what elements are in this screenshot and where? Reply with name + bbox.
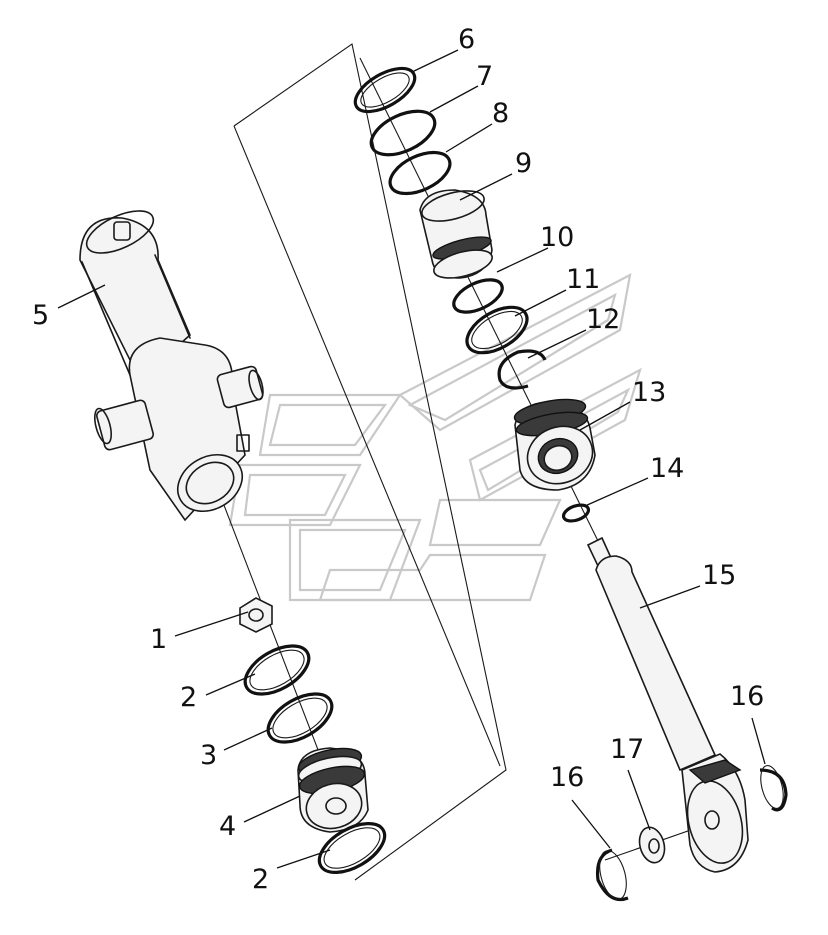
seal-ring-6 bbox=[353, 66, 417, 114]
part-label-2b: 2 bbox=[252, 864, 269, 895]
part-label-13: 13 bbox=[632, 377, 666, 408]
part-label-8: 8 bbox=[492, 98, 509, 129]
rod-piston bbox=[513, 398, 596, 491]
retaining-clip-16-left bbox=[595, 848, 629, 902]
part-label-16b: 16 bbox=[550, 762, 584, 793]
part-label-17: 17 bbox=[610, 734, 644, 765]
piston-rod bbox=[586, 536, 749, 873]
part-label-16a: 16 bbox=[730, 681, 764, 712]
nut bbox=[239, 597, 273, 633]
washer-17 bbox=[638, 826, 666, 864]
seal-ring-2-upper bbox=[243, 644, 311, 696]
snap-ring-12 bbox=[497, 349, 547, 390]
part-label-3: 3 bbox=[200, 740, 217, 771]
leader-lines bbox=[57, 49, 766, 869]
part-label-10: 10 bbox=[540, 222, 574, 253]
part-label-5: 5 bbox=[32, 300, 49, 331]
assembly-outline bbox=[233, 43, 507, 881]
part-label-11: 11 bbox=[566, 264, 600, 295]
cylinder-barrel bbox=[79, 210, 264, 522]
part-label-15: 15 bbox=[702, 560, 736, 591]
part-label-4: 4 bbox=[219, 811, 236, 842]
seal-ring-11 bbox=[465, 305, 529, 355]
seal-ring-7 bbox=[369, 109, 437, 157]
retaining-clip-16-right bbox=[759, 765, 788, 812]
seal-ring-3 bbox=[266, 692, 334, 744]
part-labels: 1 2 3 4 2 5 6 7 8 9 10 11 12 13 14 15 16… bbox=[32, 24, 764, 895]
part-label-6: 6 bbox=[458, 24, 475, 55]
guide-sleeve bbox=[419, 189, 493, 279]
part-label-1: 1 bbox=[150, 624, 167, 655]
seal-ring-2-lower bbox=[317, 822, 387, 874]
part-label-9: 9 bbox=[515, 148, 532, 179]
part-label-14: 14 bbox=[650, 453, 684, 484]
part-label-12: 12 bbox=[586, 304, 620, 335]
seal-ring-10 bbox=[452, 278, 504, 314]
part-label-2a: 2 bbox=[180, 682, 197, 713]
piston bbox=[297, 747, 369, 833]
part-label-7: 7 bbox=[476, 61, 493, 92]
seal-ring-8 bbox=[388, 150, 452, 196]
small-ring-14 bbox=[561, 503, 591, 523]
